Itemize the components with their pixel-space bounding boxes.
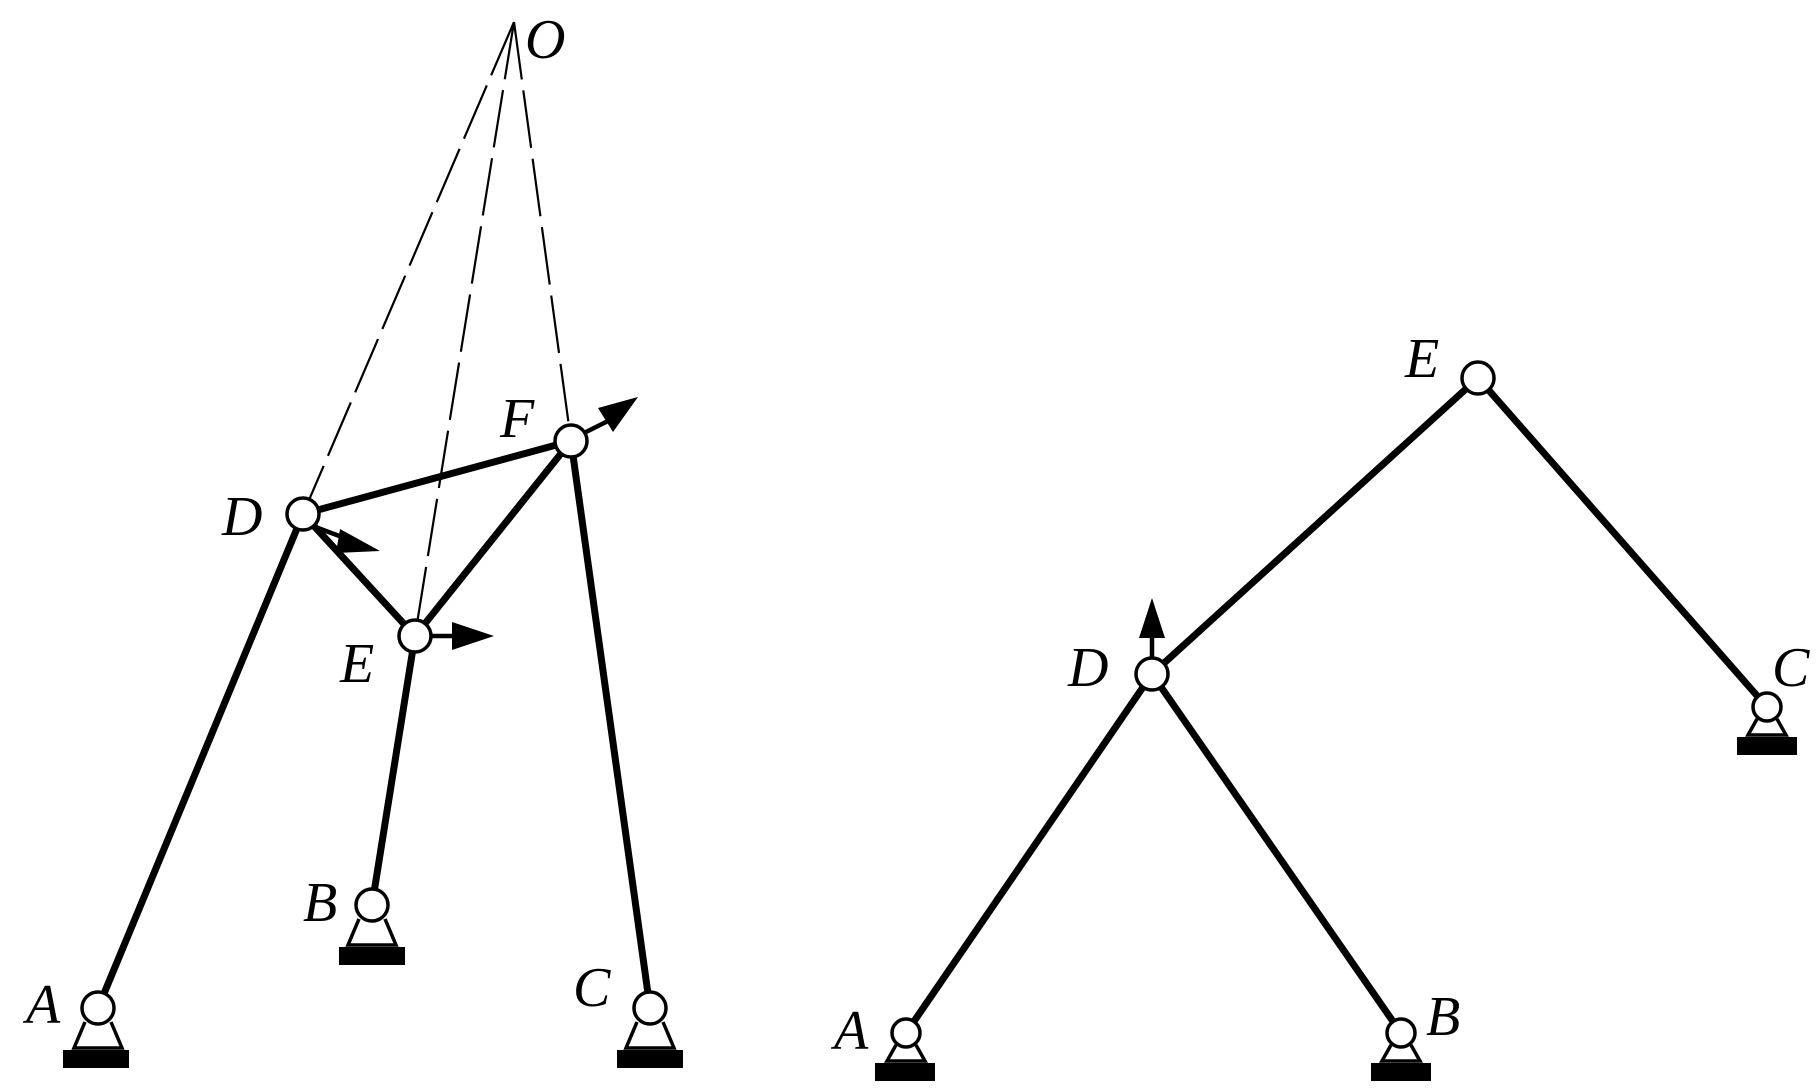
link-a-d (94, 510, 307, 1012)
link-d-f (299, 437, 575, 518)
dashed-line-of (512, 21, 573, 442)
label-c: C (573, 957, 611, 1019)
ground-support-a (63, 990, 129, 1068)
right-mechanism: E D C A B (830, 328, 1810, 1081)
ground-support-c (617, 990, 683, 1068)
link-d-e-right (1148, 374, 1482, 678)
label-b-right: B (1426, 986, 1460, 1048)
label-b: B (303, 872, 337, 934)
ground-support-c-right (1737, 691, 1797, 755)
joint-d-right (1134, 656, 1170, 692)
link-d-e (299, 510, 419, 640)
label-f: F (499, 388, 535, 450)
velocity-arrow-d (309, 522, 380, 553)
label-c-right: C (1772, 637, 1810, 699)
link-e-b (368, 632, 419, 909)
label-d-right: D (1067, 637, 1108, 699)
velocity-arrow-d-right (1139, 598, 1165, 662)
link-e-f (411, 437, 575, 640)
dashed-line-oe (413, 21, 516, 637)
left-mechanism: O F D E B A C (22, 9, 683, 1068)
link-f-c (567, 437, 654, 1012)
label-a: A (22, 974, 61, 1036)
ground-support-a-right (875, 1017, 935, 1081)
link-e-c-right (1474, 374, 1771, 711)
link-d-b-right (1148, 670, 1405, 1037)
ground-support-b-right (1371, 1017, 1431, 1081)
link-a-d-right (902, 670, 1156, 1037)
label-e: E (339, 633, 374, 695)
velocity-arrow-e (428, 622, 494, 650)
velocity-arrow-f (578, 397, 638, 438)
dashed-line-od (301, 21, 516, 515)
label-o: O (525, 9, 565, 71)
label-d: D (221, 486, 262, 548)
label-e-right: E (1404, 328, 1439, 390)
joint-e-right (1460, 360, 1496, 396)
joint-d (285, 496, 321, 532)
joint-e (397, 618, 433, 654)
ground-support-b (339, 887, 405, 965)
label-a-right: A (830, 1000, 869, 1062)
joint-f (553, 423, 589, 459)
